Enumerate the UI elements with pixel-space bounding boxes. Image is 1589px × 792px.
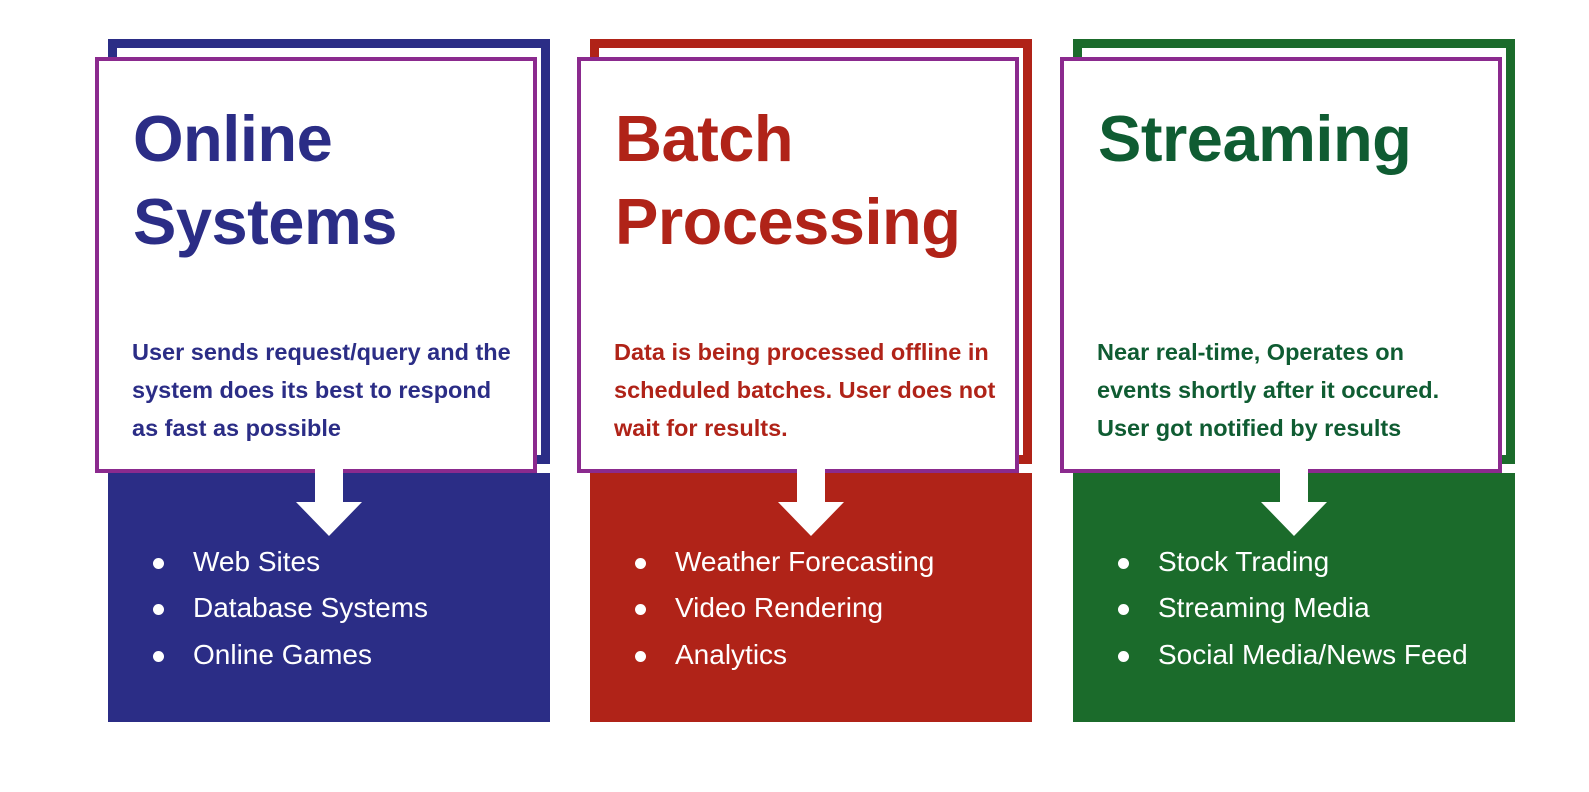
- card-description: User sends request/query and the system …: [132, 339, 511, 442]
- list-item: Database Systems: [126, 589, 540, 627]
- card-description: Near real-time, Operates on events short…: [1097, 339, 1440, 442]
- down-arrow-icon: [1257, 462, 1331, 537]
- list-item: Online Games: [126, 636, 540, 674]
- list-item: Stock Trading: [1091, 543, 1505, 581]
- list-item: Social Media/News Feed: [1091, 636, 1505, 674]
- list-item: Streaming Media: [1091, 589, 1505, 627]
- card-title: Online Systems: [133, 102, 397, 259]
- card-description: Data is being processed offline in sched…: [614, 339, 996, 442]
- down-arrow-icon: [774, 462, 848, 537]
- list-item: Web Sites: [126, 543, 540, 581]
- down-arrow-icon: [292, 462, 366, 537]
- card-title: Batch Processing: [615, 102, 961, 259]
- list-item: Weather Forecasting: [608, 543, 1022, 581]
- card-title: Streaming: [1098, 102, 1412, 175]
- list-item: Video Rendering: [608, 589, 1022, 627]
- list-item: Analytics: [608, 636, 1022, 674]
